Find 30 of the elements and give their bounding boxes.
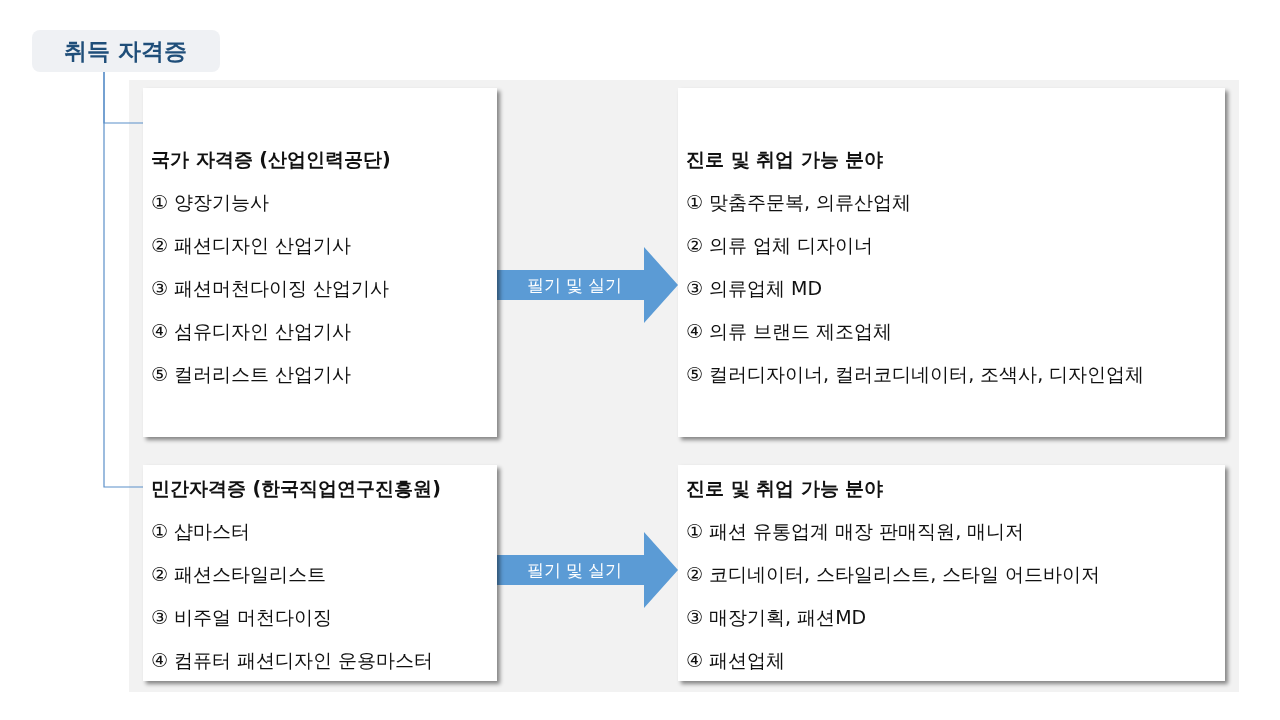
list-item: ③ 비주얼 머천다이징 xyxy=(151,605,334,630)
card-heading: 진로 및 취업 가능 분야 xyxy=(686,147,885,172)
card-heading: 진로 및 취업 가능 분야 xyxy=(686,476,885,501)
list-item: ② 패션스타일리스트 xyxy=(151,562,328,587)
list-item: ④ 섬유디자인 산업기사 xyxy=(151,319,353,344)
card-heading: 민간자격증 (한국직업연구진흥원) xyxy=(151,476,442,501)
list-item: ④ 컴퓨터 패션디자인 운용마스터 xyxy=(151,648,435,673)
list-item: ③ 매장기획, 패션MD xyxy=(686,605,868,630)
list-item: ② 코디네이터, 스타일리스트, 스타일 어드바이저 xyxy=(686,562,1102,587)
list-item: ① 패션 유통업계 매장 판매직원, 매니저 xyxy=(686,519,1026,544)
list-item: ① 샵마스터 xyxy=(151,519,252,544)
list-item: ② 패션디자인 산업기사 xyxy=(151,233,353,258)
title-box xyxy=(32,30,220,72)
info-card xyxy=(678,465,1225,681)
list-item: ① 양장기능사 xyxy=(151,190,271,215)
list-item: ④ 패션업체 xyxy=(686,648,787,673)
list-item: ① 맞춤주문복, 의류산업체 xyxy=(686,190,913,215)
info-card xyxy=(143,88,497,437)
list-item: ④ 의류 브랜드 제조업체 xyxy=(686,319,894,344)
connector-line xyxy=(103,71,144,488)
title-text: 취득 자격증 xyxy=(64,37,188,66)
list-item: ② 의류 업체 디자이너 xyxy=(686,233,875,258)
list-item: ③ 의류업체 MD xyxy=(686,276,824,301)
info-card xyxy=(143,465,497,681)
list-item: ⑤ 컬러디자이너, 컬러코디네이터, 조색사, 디자인업체 xyxy=(686,362,1146,387)
info-card xyxy=(678,88,1225,437)
card-heading: 국가 자격증 (산업인력공단) xyxy=(151,147,392,172)
list-item: ⑤ 컬러리스트 산업기사 xyxy=(151,362,353,387)
panel-background xyxy=(129,80,1239,692)
list-item: ③ 패션머천다이징 산업기사 xyxy=(151,276,391,301)
